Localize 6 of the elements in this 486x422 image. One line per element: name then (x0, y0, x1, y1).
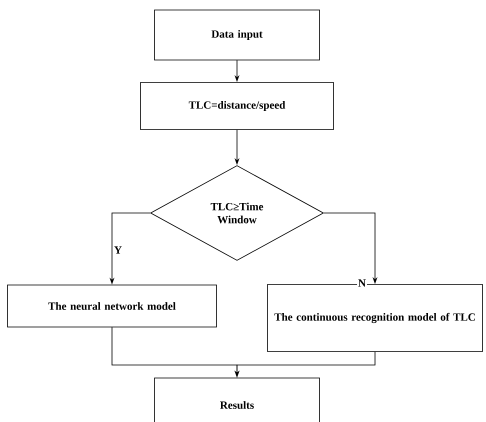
process-box: Results (154, 378, 320, 422)
edge-label: Y (113, 245, 123, 255)
edge-label: N (357, 278, 367, 288)
process-box: The neural network model (7, 284, 217, 328)
process-box: Data input (154, 10, 320, 60)
process-box: TLC=distance/speed (140, 82, 334, 130)
